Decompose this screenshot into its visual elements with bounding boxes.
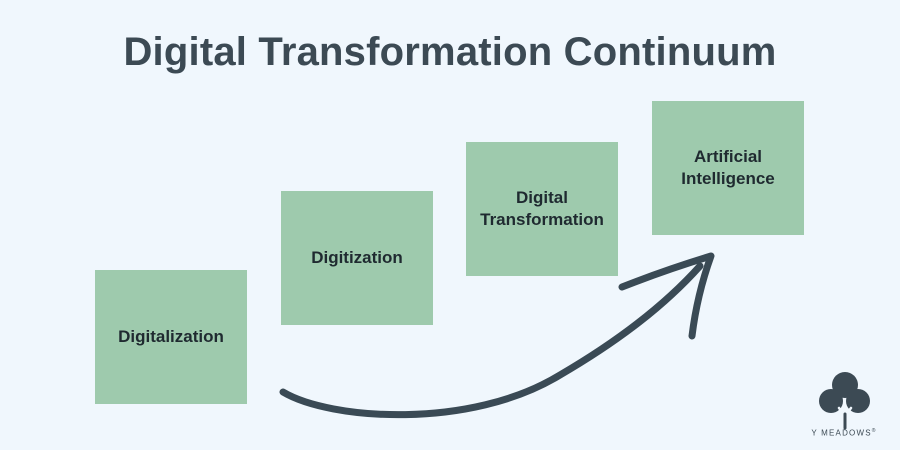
brand-logo-text: Y MEADOWS®	[794, 428, 894, 438]
step-digitization: Digitization	[281, 191, 433, 325]
step-digital-transformation: Digital Transformation	[466, 142, 618, 276]
tree-logo-icon	[819, 372, 870, 430]
step-digitalization: Digitalization	[95, 270, 247, 404]
brand-name: Y MEADOWS	[811, 428, 872, 438]
step-artificial-intelligence: Artificial Intelligence	[652, 101, 804, 235]
page-title: Digital Transformation Continuum	[123, 30, 777, 74]
brand-mark: ®	[871, 428, 877, 434]
